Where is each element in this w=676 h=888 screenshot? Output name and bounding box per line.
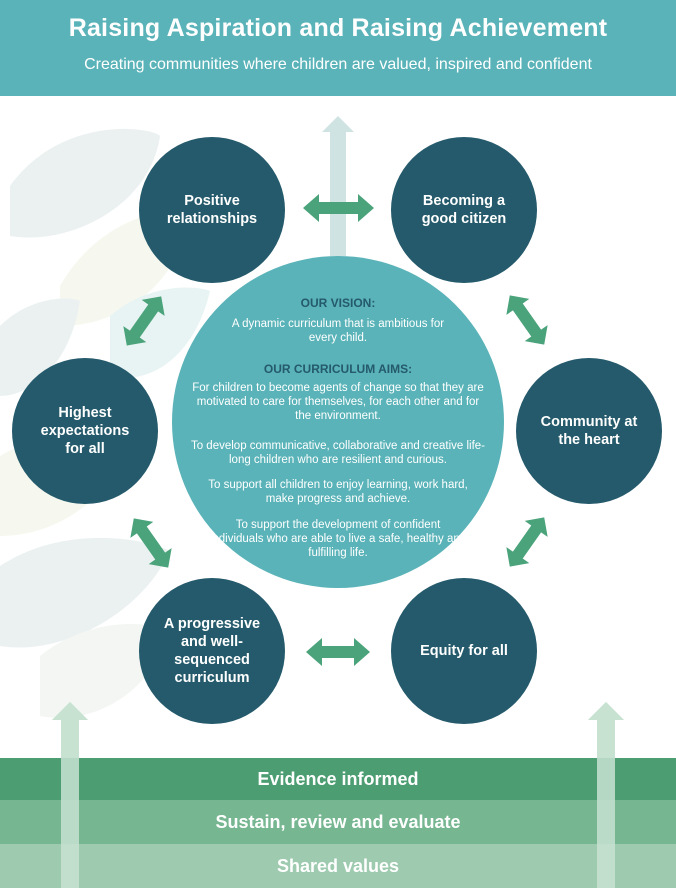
leaf-shape [110, 287, 210, 378]
node-label: Positive relationships [166, 193, 258, 227]
aim-item: To support all children to enjoy learnin… [208, 479, 468, 505]
band-sustain-review: Sustain, review and evaluate [0, 800, 676, 844]
vision-text: A dynamic curriculum that is ambitious f… [231, 318, 445, 344]
double-arrow-lower-left [130, 518, 172, 568]
node-positive-relationships: Positive relationships [139, 137, 285, 283]
node-label: A progressive and well-sequenced curricu… [163, 616, 261, 686]
vision-heading: OUR VISION: [300, 296, 376, 310]
leaf-shape [0, 537, 170, 648]
aim-item: To support the development of confident … [209, 519, 467, 559]
double-arrow-bottom [306, 638, 370, 666]
page-subtitle: Creating communities where children are … [84, 56, 592, 73]
up-arrow-center [322, 116, 354, 256]
node-label: Community at the heart [540, 414, 638, 448]
node-becoming-good-citizen: Becoming a good citizen [391, 137, 537, 283]
leaf-shape [10, 128, 160, 238]
node-label: Highest expectations for all [40, 405, 130, 457]
header-banner: Raising Aspiration and Raising Achieveme… [0, 0, 676, 96]
aims-heading: OUR CURRICULUM AIMS: [263, 362, 413, 376]
node-progressive-curriculum: A progressive and well-sequenced curricu… [139, 578, 285, 724]
leaf-shape [0, 298, 80, 396]
band-shared-values: Shared values [0, 844, 676, 888]
aim-item: To develop communicative, collaborative … [190, 440, 486, 466]
center-vision-circle: OUR VISION: A dynamic curriculum that is… [172, 256, 504, 588]
node-equity-for-all: Equity for all [391, 578, 537, 724]
double-arrow-lower-right [506, 517, 548, 567]
double-arrow-upper-right [506, 295, 548, 345]
node-label: Equity for all [420, 643, 508, 659]
node-label: Becoming a good citizen [421, 193, 507, 227]
band-label: Shared values [276, 856, 400, 876]
aim-item: For children to become agents of change … [192, 382, 484, 422]
double-arrow-upper-left [123, 296, 165, 346]
node-highest-expectations: Highest expectations for all [12, 358, 158, 504]
double-arrow-top [303, 194, 374, 222]
band-label: Evidence informed [257, 769, 419, 789]
node-community-at-heart: Community at the heart [516, 358, 662, 504]
leaf-shape [40, 623, 170, 718]
band-evidence-informed: Evidence informed [0, 758, 676, 800]
page-title: Raising Aspiration and Raising Achieveme… [68, 14, 608, 42]
band-label: Sustain, review and evaluate [215, 812, 461, 832]
